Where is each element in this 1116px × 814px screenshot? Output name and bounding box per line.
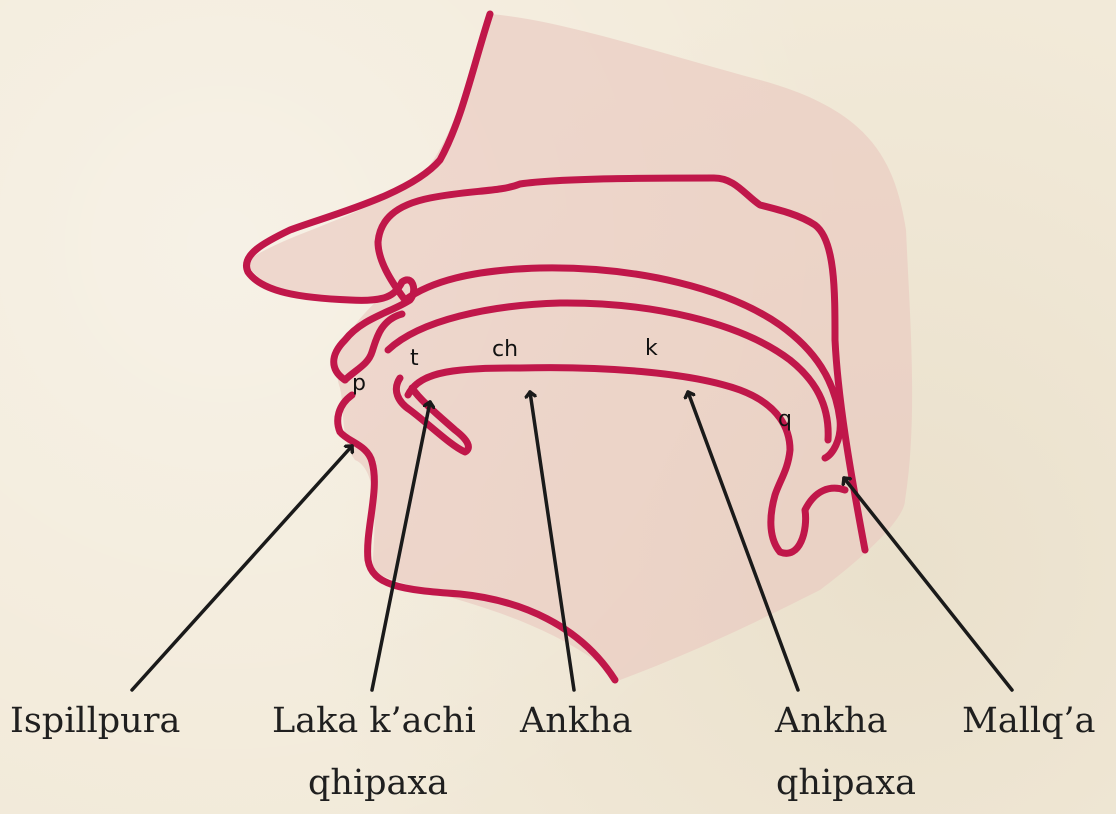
label-tongue: Ankha bbox=[519, 701, 632, 741]
sound-k: k bbox=[645, 336, 658, 361]
label-back-tongue-line2: qhipaxa bbox=[776, 763, 916, 803]
label-throat: Mallq’a bbox=[962, 701, 1096, 741]
label-tongue-tip-line1: Laka k’achi bbox=[272, 701, 476, 741]
label-back-tongue-line1: Ankha bbox=[774, 701, 887, 741]
sound-t: t bbox=[410, 346, 419, 371]
sound-q: q bbox=[778, 407, 792, 432]
arrow-lips bbox=[132, 446, 352, 690]
sound-p: p bbox=[352, 371, 366, 396]
head-silhouette bbox=[245, 14, 912, 680]
arrow-throat bbox=[844, 478, 1012, 690]
label-lips: Ispillpura bbox=[10, 701, 180, 741]
sound-ch: ch bbox=[492, 337, 518, 362]
label-tongue-tip-line2: qhipaxa bbox=[308, 763, 448, 803]
